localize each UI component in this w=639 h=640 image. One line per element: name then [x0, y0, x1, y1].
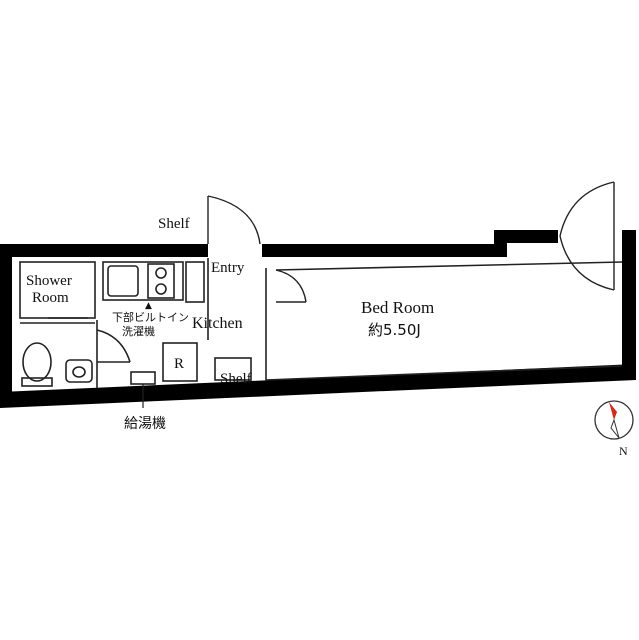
bedroom-size-label: 約5.50J [368, 321, 421, 339]
bedroom-door-arc[interactable] [275, 269, 307, 303]
stove-burner-2 [155, 283, 167, 295]
washer-label-2: 洗濯機 [122, 324, 155, 338]
shelf-entry-box [185, 261, 205, 303]
toilet-tank [21, 377, 53, 387]
interior-lines [19, 258, 623, 388]
compass-circle [594, 400, 634, 440]
shelf-bottom-box [214, 357, 252, 381]
bedroom-wall-bottom [265, 365, 623, 381]
bathroom-door-arc [96, 329, 131, 363]
basin-bowl [72, 366, 86, 378]
fridge-label: R [174, 356, 184, 372]
bedroom-wall-top [275, 261, 623, 271]
wall-top-middle [262, 244, 497, 257]
kitchen-label: Kitchen [192, 315, 243, 332]
bedroom-label: Bed Room [361, 298, 434, 317]
exterior-walls [0, 230, 636, 408]
toilet-bowl [22, 342, 52, 382]
wall-bottom [0, 364, 636, 408]
entry-label: Entry [211, 260, 245, 276]
balcony-door-arc-top[interactable] [559, 181, 615, 237]
compass-north-label: N [619, 444, 628, 458]
compass-needle-north [609, 402, 617, 420]
compass: N [594, 400, 634, 458]
wall-right [622, 230, 636, 378]
sink [107, 265, 139, 297]
entry-door-arc[interactable] [207, 195, 261, 245]
shower-room-label-2: Room [32, 290, 69, 306]
shower-room-label-1: Shower [26, 273, 72, 289]
shelf-bottom-label: Shelf [220, 371, 252, 387]
stove-burner-1 [155, 267, 167, 279]
shelf-top-label: Shelf [158, 216, 190, 232]
wall-top-right [494, 230, 558, 243]
compass-needle-south [610, 418, 620, 439]
washer-marker: ▲ [145, 301, 152, 311]
doors [207, 181, 615, 303]
stove [147, 263, 175, 299]
washer-box [130, 371, 156, 385]
washer-label-1: 下部ビルトイン [112, 310, 189, 324]
balcony-door-arc-bottom[interactable] [559, 235, 615, 291]
kitchen-counter [102, 261, 184, 301]
wash-basin [65, 359, 93, 383]
water-heater-label: 給湯機 [124, 415, 166, 432]
fridge-box [162, 342, 198, 382]
